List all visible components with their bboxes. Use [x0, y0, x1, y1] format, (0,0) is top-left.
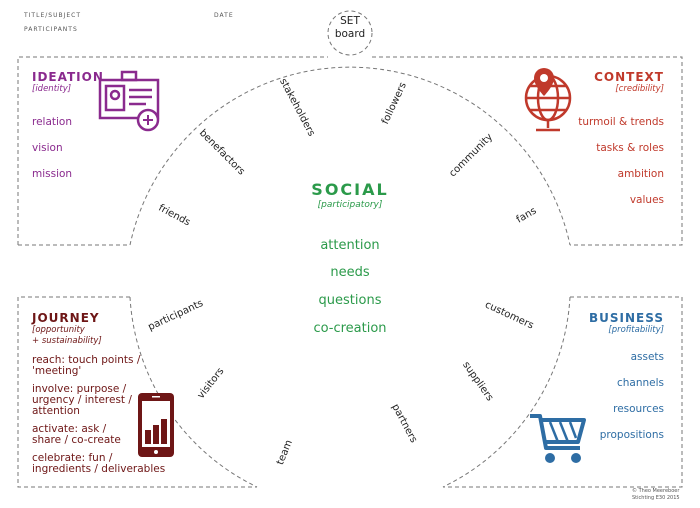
- journey-item-line: ingredients / deliverables: [32, 463, 166, 475]
- context-title: CONTEXT: [594, 70, 664, 84]
- journey-item-line: activate: ask /: [32, 423, 107, 435]
- set-board-circle: [327, 10, 373, 56]
- ideation-item: mission: [32, 168, 73, 180]
- business-title: BUSINESS: [589, 311, 664, 325]
- top-box-outline: [17, 56, 683, 246]
- journey-item: celebrate: fun / ingredients / deliverab…: [32, 453, 165, 475]
- journey-item: reach: touch points / 'meeting': [32, 355, 165, 377]
- date-label: DATE: [214, 12, 234, 19]
- journey-subtitle: [opportunity: [32, 325, 85, 335]
- journey-item-line: 'meeting': [32, 365, 82, 377]
- journey-item-line: reach: touch points /: [32, 354, 141, 366]
- context-section: CONTEXT [credibility] turmoil & trends t…: [578, 70, 664, 206]
- social-item: co-creation: [313, 321, 387, 336]
- id-badge-icon: [98, 70, 160, 132]
- business-item: assets: [630, 351, 664, 363]
- social-subtitle: [participatory]: [317, 200, 383, 210]
- shopping-cart-icon: [530, 414, 586, 463]
- credit-line: Stichting E30 2015: [632, 495, 680, 501]
- credit-line: © Theo Meereboer: [632, 488, 680, 494]
- smartphone-chart-icon: [138, 393, 174, 457]
- context-item: tasks & roles: [596, 142, 664, 154]
- ideation-section: IDEATION [identity] relation vision miss…: [32, 70, 104, 180]
- social-item: questions: [318, 293, 382, 308]
- business-subtitle: [profitability]: [608, 325, 664, 335]
- ideation-item: relation: [32, 116, 73, 128]
- social-item: attention: [320, 238, 380, 253]
- ideation-title: IDEATION: [32, 70, 104, 84]
- social-item: needs: [330, 265, 370, 280]
- journey-item-line: involve: purpose /: [32, 383, 127, 395]
- business-section: BUSINESS [profitability] assets channels…: [589, 311, 664, 441]
- journey-item-line: share / co-create: [32, 434, 121, 446]
- journey-item-line: attention: [32, 405, 80, 417]
- business-box-outline: [443, 296, 683, 488]
- context-item: turmoil & trends: [578, 116, 664, 128]
- participants-label: PARTICIPANTS: [24, 26, 78, 33]
- journey-title: JOURNEY: [32, 311, 100, 325]
- circle-bottom-right-arc: [442, 296, 571, 488]
- ideation-item: vision: [32, 142, 63, 154]
- ideation-subtitle: [identity]: [32, 84, 72, 94]
- business-item: propositions: [599, 429, 664, 441]
- journey-subtitle: + sustainability]: [32, 336, 102, 346]
- business-item: resources: [613, 403, 664, 415]
- set-board-line1: SET: [340, 15, 360, 27]
- social-title: SOCIAL: [311, 180, 389, 199]
- context-subtitle: [credibility]: [615, 84, 664, 94]
- globe-pin-icon: [524, 68, 572, 132]
- journey-box-outline: [17, 296, 257, 488]
- journey-item: involve: purpose / urgency / interest / …: [32, 384, 165, 417]
- journey-section: JOURNEY [opportunity + sustainability] r…: [32, 311, 165, 475]
- title-subject-label: TITLE/SUBJECT: [24, 12, 81, 19]
- context-item: values: [629, 194, 664, 206]
- set-board-logo: SET board: [330, 15, 370, 41]
- journey-item-line: urgency / interest /: [32, 394, 132, 406]
- circle-top-arc: [129, 66, 571, 246]
- journey-item-line: celebrate: fun /: [32, 452, 113, 464]
- journey-item: activate: ask / share / co-create: [32, 424, 165, 446]
- context-item: ambition: [617, 168, 664, 180]
- credit: © Theo Meereboer Stichting E30 2015: [632, 488, 680, 502]
- set-board-line2: board: [334, 28, 366, 40]
- business-item: channels: [616, 377, 664, 389]
